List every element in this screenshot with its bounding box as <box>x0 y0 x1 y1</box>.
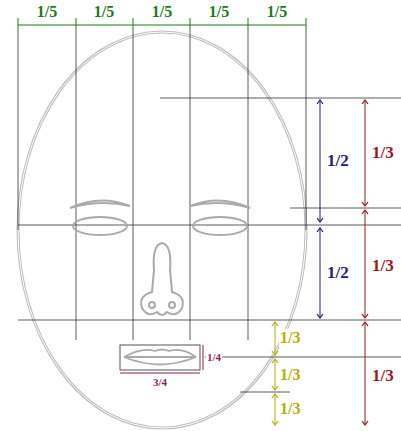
face-third-label: 1/3 <box>371 366 395 385</box>
fifth-label: 1/5 <box>208 3 230 21</box>
fifth-label: 1/5 <box>151 3 173 21</box>
fifth-label: 1/5 <box>93 3 115 21</box>
lower-third-label: 1/3 <box>279 366 301 384</box>
lower-third-label: 1/3 <box>279 400 301 418</box>
fifth-label: 1/5 <box>36 3 58 21</box>
face-third-label: 1/3 <box>371 143 395 162</box>
half-label: 1/2 <box>326 151 350 170</box>
face-third-label: 1/3 <box>371 256 395 275</box>
mouth-width-label: 3/4 <box>152 376 168 389</box>
half-label: 1/2 <box>326 263 350 282</box>
mouth-height-label: 1/4 <box>206 351 222 364</box>
lower-third-label: 1/3 <box>279 329 301 347</box>
fifth-label: 1/5 <box>266 3 288 21</box>
